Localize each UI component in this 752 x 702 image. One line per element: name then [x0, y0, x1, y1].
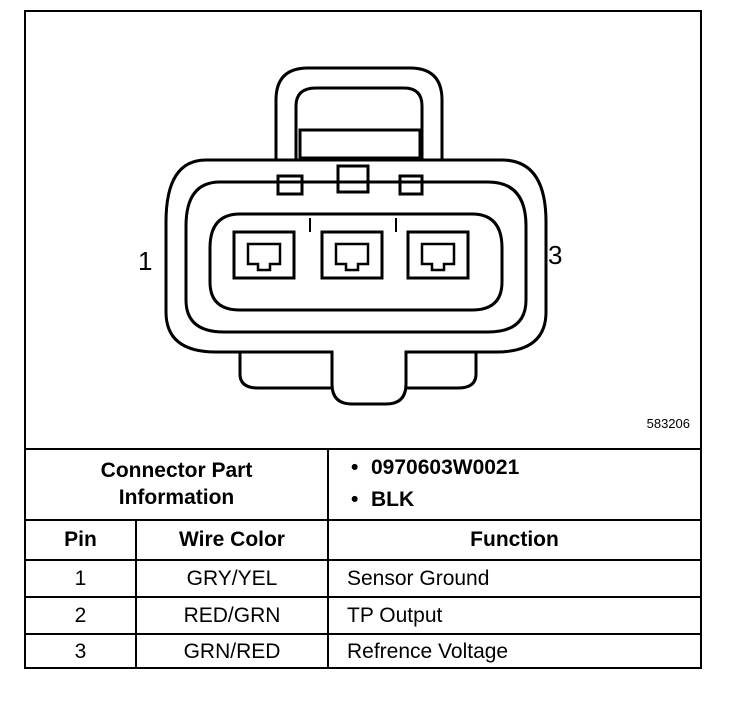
terminal-3: [420, 242, 456, 272]
pin-function: Sensor Ground: [327, 559, 700, 598]
key-left: [276, 174, 304, 196]
connector-info-row: Connector Part Information •0970603W0021…: [26, 448, 700, 521]
cavity-housing: [208, 212, 504, 312]
table-row: 3 GRN/RED Refrence Voltage: [26, 633, 700, 669]
terminal-cavity-1: [232, 230, 296, 280]
wire-color: RED/GRN: [135, 596, 329, 635]
connector-color: •BLK: [351, 487, 415, 511]
table-header-row: Pin Wire Color Function: [26, 519, 700, 561]
pin-number: 2: [26, 596, 137, 635]
terminal-2: [334, 242, 370, 272]
pin-function: TP Output: [327, 596, 700, 635]
pin-number: 3: [26, 633, 137, 669]
part-number: •0970603W0021: [351, 455, 520, 479]
header-function: Function: [327, 519, 700, 561]
latch-handle-inner: [294, 86, 424, 160]
connector-pin-table: Connector Part Information •0970603W0021…: [26, 448, 700, 669]
connector-lower-lip: [238, 352, 332, 390]
key-right: [398, 174, 424, 196]
latch-handle-outer: [274, 66, 444, 160]
connector-part-info-label: Connector Part Information: [26, 448, 329, 521]
latch-bar: [298, 128, 422, 160]
pin-function: Refrence Voltage: [327, 633, 700, 669]
connector-part-info-values: •0970603W0021 •BLK: [327, 448, 700, 521]
terminal-cavity-2: [320, 230, 384, 280]
pin-number: 1: [26, 559, 137, 598]
header-wire-color: Wire Color: [135, 519, 329, 561]
wire-color: GRY/YEL: [135, 559, 329, 598]
terminal-1: [246, 242, 282, 272]
connector-diagram-frame: 1 3 583206 Connector Part Information •0…: [24, 10, 702, 669]
connector-body-outer: [164, 158, 548, 406]
key-center: [336, 164, 370, 194]
terminal-cavity-3: [406, 230, 470, 280]
pin-3-label: 3: [548, 240, 563, 270]
pin-1-label: 1: [138, 246, 153, 276]
connector-body-inner: [184, 180, 528, 334]
table-row: 1 GRY/YEL Sensor Ground: [26, 559, 700, 598]
header-pin: Pin: [26, 519, 137, 561]
connector-lower-lip-right: [406, 352, 478, 390]
connector-drawing: [164, 66, 548, 406]
figure-id: 583206: [646, 416, 690, 431]
wire-color: GRN/RED: [135, 633, 329, 669]
table-row: 2 RED/GRN TP Output: [26, 596, 700, 635]
connector-drawing-area: 1 3 583206: [26, 12, 700, 450]
